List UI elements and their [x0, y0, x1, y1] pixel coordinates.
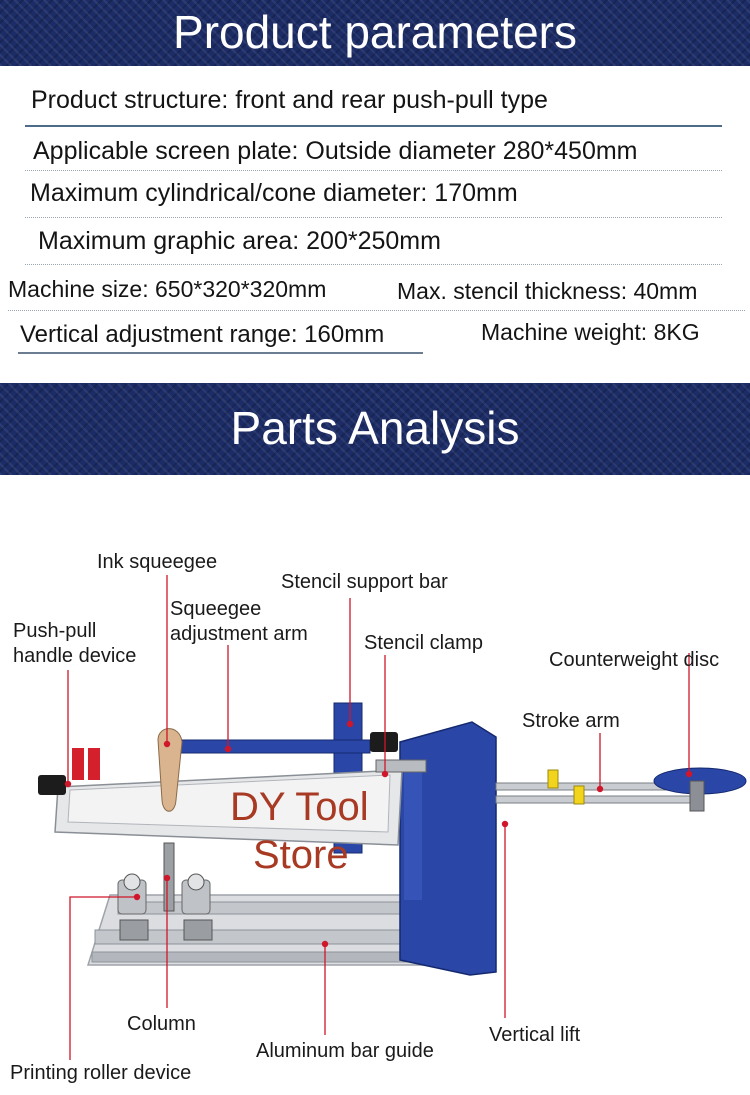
param-machine-size: Machine size: 650*320*320mm [8, 276, 327, 302]
param-machine-weight: Machine weight: 8KG [481, 319, 700, 345]
label-counterweight-disc: Counterweight disc [549, 649, 720, 671]
machine-illustration [38, 575, 747, 1060]
divider [8, 310, 745, 311]
divider [25, 170, 722, 171]
label-ink-squeegee: Ink squeegee [97, 551, 218, 573]
label-vertical-lift: Vertical lift [489, 1024, 581, 1046]
divider [25, 264, 722, 265]
label-stencil-clamp: Stencil clamp [364, 632, 483, 654]
label-stencil-support-bar: Stencil support bar [281, 571, 448, 593]
product-parameters-title: Product parameters [173, 6, 577, 58]
param-graphic-area: Maximum graphic area: 200*250mm [38, 227, 441, 255]
label-push-pull-line-2: handle device [13, 645, 137, 667]
label-squeegee-arm-line-1: Squeegee [170, 598, 262, 620]
divider [18, 352, 423, 354]
param-vertical-range: Vertical adjustment range: 160mm [20, 321, 385, 348]
label-squeegee-arm-line-2: adjustment arm [170, 623, 308, 645]
watermark-line-1: DY Tool [230, 785, 369, 829]
watermark-line-2: Store [253, 833, 349, 877]
label-printing-roller-device: Printing roller device [10, 1062, 192, 1084]
label-push-pull-line-1: Push-pull [13, 620, 97, 642]
parts-analysis-banner: Parts Analysis [0, 383, 750, 475]
divider [25, 125, 722, 127]
param-structure: Product structure: front and rear push-p… [31, 86, 548, 114]
param-screen-plate: Applicable screen plate: Outside diamete… [33, 137, 638, 165]
label-column: Column [127, 1013, 196, 1035]
param-stencil-thickness: Max. stencil thickness: 40mm [397, 278, 698, 304]
divider [25, 217, 722, 218]
label-stroke-arm: Stroke arm [522, 710, 620, 732]
parts-analysis-title: Parts Analysis [230, 402, 520, 454]
param-max-diameter: Maximum cylindrical/cone diameter: 170mm [30, 179, 518, 207]
label-aluminum-bar-guide: Aluminum bar guide [256, 1040, 434, 1062]
product-parameters-banner: Product parameters [0, 0, 750, 66]
